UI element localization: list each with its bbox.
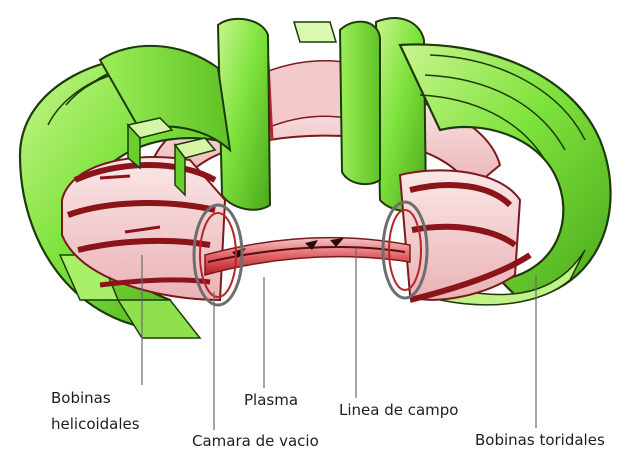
label-camara-de-vacio: Camara de vacio	[192, 432, 319, 451]
label-bobinas-helicoidales-2: helicoidales	[51, 415, 140, 434]
label-bobinas-helicoidales-1: Bobinas	[51, 389, 111, 408]
vacuum-chamber-front	[62, 157, 530, 300]
label-bobinas-toridales: Bobinas toridales	[475, 431, 605, 450]
label-plasma: Plasma	[244, 391, 298, 410]
label-linea-de-campo: Linea de campo	[339, 401, 459, 420]
